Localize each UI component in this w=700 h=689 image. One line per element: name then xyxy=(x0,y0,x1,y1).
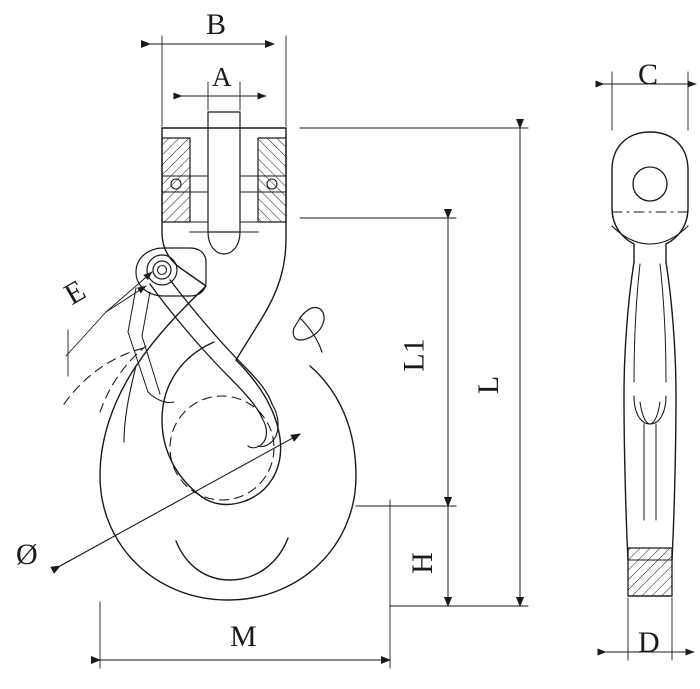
dimension-label-L1: L1 xyxy=(397,338,431,372)
clevis-jaw-section xyxy=(161,111,287,255)
dimension-label-diameter: Ø xyxy=(16,538,38,571)
dimension-lines xyxy=(50,35,697,669)
hook-front-view-outline xyxy=(99,127,357,601)
dimension-label-A: A xyxy=(212,62,232,92)
dimension-label-H: H xyxy=(405,552,439,574)
safety-latch xyxy=(127,247,279,449)
hook-side-view-outline xyxy=(611,131,689,597)
dimension-label-D: D xyxy=(638,626,660,659)
dimension-label-B: B xyxy=(206,8,227,41)
construction-lines xyxy=(63,345,275,501)
dimension-label-M: M xyxy=(230,620,257,653)
dimension-label-C: C xyxy=(638,58,659,91)
dimension-label-L: L xyxy=(472,375,506,395)
